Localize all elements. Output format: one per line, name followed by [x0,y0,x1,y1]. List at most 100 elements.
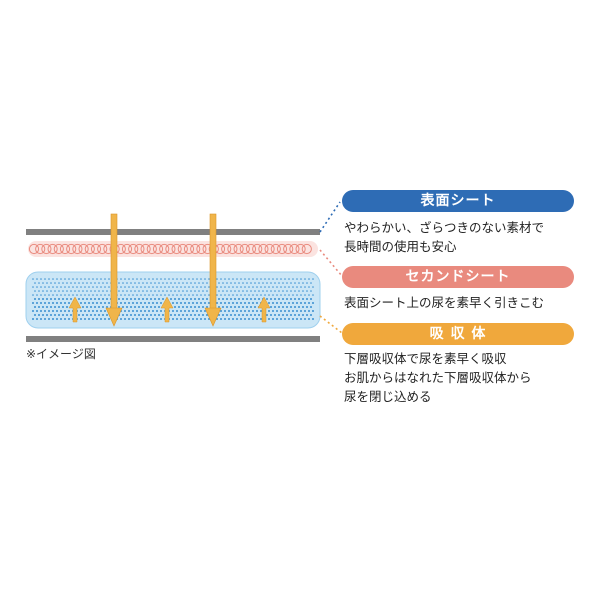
absorber-granule [94,314,96,316]
absorber-granule [92,278,94,280]
absorber-granule [228,302,230,304]
absorber-granule [186,298,188,300]
absorber-granule [234,298,236,300]
absorber-granule [294,298,296,300]
absorber-granule [130,314,132,316]
absorber-granule [190,298,192,300]
absorber-granule [304,278,306,280]
absorber-granule [190,290,192,292]
second-sheet-fiber [264,243,275,255]
absorber-granule [68,302,70,304]
absorber-granule [180,302,182,304]
absorber-granule [266,290,268,292]
absorber-granule [274,314,276,316]
absorber-granule [52,318,54,320]
absorber-granule [66,314,68,316]
absorber-granule [302,298,304,300]
second-sheet-fiber [66,243,77,255]
absorber-granule [272,318,274,320]
absorber-granule [128,278,130,280]
absorber-granule [52,302,54,304]
absorber-granule [228,318,230,320]
absorber-granule [174,282,176,284]
absorber-granule [246,298,248,300]
absorber-granule [132,318,134,320]
absorber-granule [308,310,310,312]
absorber-granule [142,306,144,308]
absorber-granule [96,310,98,312]
absorber-granule [130,298,132,300]
absorber-granule [50,298,52,300]
second-sheet-fiber [276,243,288,255]
absorber-granule [184,318,186,320]
absorber-granule [146,306,148,308]
absorber-granule [188,278,190,280]
absorber-granule [126,282,128,284]
absorber-granule [148,318,150,320]
absorber-granule [260,294,262,296]
absorber-granule [174,306,176,308]
absorber-granule [150,282,152,284]
absorber-granule [122,282,124,284]
absorber-granule [224,302,226,304]
absorber-granule [44,294,46,296]
absorber-granule [206,298,208,300]
absorber-granule [224,310,226,312]
absorber-granule [246,290,248,292]
absorber-granule [76,294,78,296]
absorber-granule [108,286,110,288]
absorber-granule [100,278,102,280]
absorber-granule [264,294,266,296]
absorber-granule [102,298,104,300]
absorber-granule [42,290,44,292]
absorber-granule [300,310,302,312]
absorber-granule [54,298,56,300]
absorber-granule [190,282,192,284]
absorber-granule [38,298,40,300]
absorber-granule [270,306,272,308]
absorber-granule [58,314,60,316]
absorber-granule [202,306,204,308]
down-arrow [204,213,222,327]
absorber-granule [92,286,94,288]
absorber-granule [44,310,46,312]
absorber-granule [250,314,252,316]
absorber-granule [236,310,238,312]
absorber-granule [240,278,242,280]
absorber-granule [164,294,166,296]
absorber-granule [62,298,64,300]
second-sheet-fiber [245,243,257,255]
absorber-granule [244,310,246,312]
absorber-granule [150,298,152,300]
absorber-granule [292,310,294,312]
absorber-granule [236,286,238,288]
absorber-granule [78,282,80,284]
absorber-granule [126,306,128,308]
absorber-granule [70,298,72,300]
absorber-granule [280,318,282,320]
absorber-granule [242,290,244,292]
absorber-granule [70,314,72,316]
absorber-granule [292,318,294,320]
absorber-granule [34,306,36,308]
absorber-granule [204,278,206,280]
absorber-granule [246,314,248,316]
down-arrow [105,213,123,327]
absorber-granule [222,298,224,300]
absorber-granule [100,318,102,320]
absorber-granule [100,310,102,312]
absorber-granule [304,294,306,296]
absorber-granule [78,290,80,292]
absorber-granule [56,318,58,320]
absorber-granule [248,302,250,304]
absorber-granule [152,294,154,296]
absorber-granule [156,302,158,304]
absorber-granule [236,302,238,304]
second-sheet-description: 表面シート上の尿を素早く引きこむ [344,293,544,312]
absorber-granule [190,306,192,308]
absorber-granule [88,294,90,296]
absorber-granule [232,302,234,304]
absorber-granule [146,314,148,316]
absorber-granule [100,302,102,304]
absorber-granule [154,314,156,316]
